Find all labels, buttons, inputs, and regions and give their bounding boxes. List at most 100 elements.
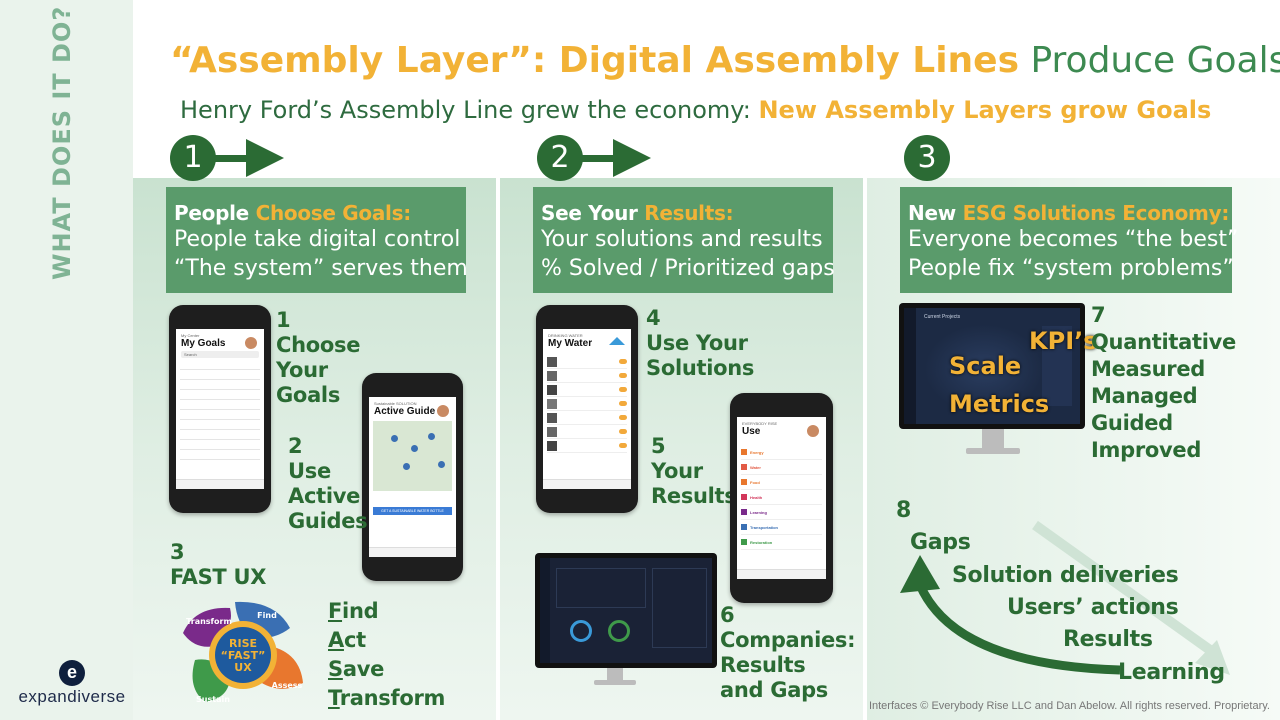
category-learning: Learning: [741, 505, 822, 520]
overlay-scale: Scale: [949, 352, 1022, 380]
expandiverse-logo: e expandiverse: [12, 657, 132, 707]
phone-active-guide-small-label: Sustainable SOLUTION: [374, 401, 417, 406]
rise-fast-ux-logo: RISE “FAST” UX Transform Find Assess Sus…: [183, 601, 303, 704]
sidebar: WHAT DOES IT DO? e expandiverse: [0, 0, 133, 720]
step-1-heading-gold: Choose Goals:: [255, 201, 412, 225]
item-3-text: 3 FAST UX: [170, 540, 266, 590]
phone-use-screen: EVERYBODY RISE Use Energy Water Food Hea…: [737, 417, 826, 579]
cycle-solution-deliveries: Solution deliveries: [952, 563, 1179, 588]
phone-use-small-label: EVERYBODY RISE: [742, 421, 778, 426]
item-4-line-2: Solutions: [646, 356, 755, 380]
overlay-metrics: Metrics: [949, 390, 1050, 418]
step-2-line-1: Your solutions and results: [541, 227, 823, 252]
item-7-line-5: Improved: [1091, 438, 1202, 462]
item-3-label: FAST UX: [170, 565, 267, 589]
phone-my-goals-title: My Goals: [181, 338, 226, 349]
step-2-line-2: % Solved / Prioritized gaps: [541, 256, 835, 281]
item-7-line-1: Quantitative: [1091, 330, 1236, 354]
slide-title: “Assembly Layer”: Digital Assembly Lines…: [170, 40, 1280, 81]
step-1-circle: 1: [170, 135, 216, 181]
item-7-line-3: Managed: [1091, 384, 1198, 408]
fast-ux-save: Save: [328, 657, 385, 681]
item-7-line-2: Measured: [1091, 357, 1205, 381]
category-energy: Energy: [741, 445, 822, 460]
step-3-line-1: Everyone becomes “the best”: [908, 227, 1239, 252]
logo-mark: e: [49, 657, 85, 686]
step-1-line-2: “The system” serves them: [174, 256, 468, 281]
item-6-text: 6 Companies: Results and Gaps: [720, 603, 856, 703]
phone-my-goals-screen: My Center My Goals Search: [176, 329, 264, 489]
step-2-arrow-icon: [579, 139, 651, 177]
item-7-text: 7 Quantitative Measured Managed Guided I…: [1091, 302, 1236, 464]
item-3-number: 3: [170, 540, 185, 564]
item-1-line-3: Goals: [276, 383, 341, 407]
item-7-number: 7: [1091, 303, 1106, 327]
phone-my-water-screen: DRINKING WATER My Water: [543, 329, 631, 489]
fast-ux-find: Find: [328, 599, 379, 623]
phone-my-goals: My Center My Goals Search: [169, 305, 271, 513]
step-3-circle: 3: [904, 135, 950, 181]
copyright-footer: Interfaces © Everybody Rise LLC and Dan …: [868, 700, 1270, 712]
item-5-line-1: Your: [651, 459, 703, 483]
rise-logo-transform: Transform: [186, 617, 232, 626]
learning-cycle-arrows-icon: [900, 520, 1230, 675]
category-transportation: Transportation: [741, 520, 822, 535]
cycle-users-actions: Users’ actions: [1007, 595, 1179, 620]
avatar: [435, 403, 451, 419]
step-3-line-2: People fix “system problems”: [908, 256, 1234, 281]
monitor-panel-title: Current Projects: [924, 314, 961, 320]
item-2-text: 2 Use Active Guides: [288, 434, 368, 534]
item-4-text: 4 Use Your Solutions: [646, 306, 754, 381]
category-food: Food: [741, 475, 822, 490]
item-2-line-3: Guides: [288, 509, 368, 533]
home-icon: [609, 337, 625, 345]
vertical-section-label: WHAT DOES IT DO?: [48, 5, 76, 280]
fast-ux-act: Act: [328, 628, 366, 652]
item-1-number: 1: [276, 308, 291, 332]
get-water-bottle-button[interactable]: GET A SUSTAINABLE WATER BOTTLE: [373, 507, 452, 515]
category-water: Water: [741, 460, 822, 475]
item-4-number: 4: [646, 306, 661, 330]
rise-logo-assess: Assess: [272, 681, 303, 690]
phone-active-guide-title: Active Guide: [374, 406, 436, 417]
category-health: Health: [741, 490, 822, 505]
avatar: [243, 335, 259, 351]
step-3-heading-white: New: [908, 201, 956, 225]
avatar: [805, 423, 821, 439]
item-2-line-1: Use: [288, 459, 331, 483]
subtitle-highlight: New Assembly Layers grow Goals: [758, 96, 1212, 124]
map-view: [373, 421, 452, 491]
item-1-text: 1 Choose Your Goals: [276, 308, 360, 408]
rise-logo-center-1: RISE: [229, 637, 257, 650]
phone-my-water-small-label: DRINKING WATER: [548, 333, 583, 338]
subtitle-text: Henry Ford’s Assembly Line grew the econ…: [180, 96, 751, 124]
title-rest: Produce Goals: [1030, 40, 1280, 81]
step-2-heading-gold: Results:: [644, 201, 734, 225]
phone-use-title: Use: [742, 426, 761, 437]
item-5-line-2: Results: [651, 484, 737, 508]
step-3-heading-gold: ESG Solutions Economy:: [962, 201, 1230, 225]
item-7-line-4: Guided: [1091, 411, 1173, 435]
step-2-heading-white: See Your: [541, 201, 638, 225]
item-6-number: 6: [720, 603, 735, 627]
step-3-header: New ESG Solutions Economy: Everyone beco…: [900, 187, 1239, 293]
step-1-heading-white: People: [174, 201, 249, 225]
cycle-gaps: Gaps: [910, 530, 971, 555]
esg-metrics-screen: Current Projects: [904, 308, 1080, 424]
slide-subtitle: Henry Ford’s Assembly Line grew the econ…: [180, 96, 1211, 124]
item-1-line-2: Your: [276, 358, 328, 382]
phone-my-water-title: My Water: [548, 338, 593, 349]
step-1-line-1: People take digital control: [174, 227, 461, 252]
item-6-line-3: and Gaps: [720, 678, 829, 702]
phone-active-guide-screen: Sustainable SOLUTION Active Guide GET A …: [369, 397, 456, 557]
rise-logo-center-2: “FAST”: [221, 649, 266, 662]
step-2-circle: 2: [537, 135, 583, 181]
company-dashboard-screen: [540, 558, 712, 663]
title-highlight: “Assembly Layer”: Digital Assembly Lines: [170, 40, 1020, 81]
phone-my-goals-search: Search: [181, 351, 259, 358]
step-1-header: People Choose Goals: People take digital…: [166, 187, 468, 293]
phone-active-guide: Sustainable SOLUTION Active Guide GET A …: [362, 373, 463, 581]
phone-use: EVERYBODY RISE Use Energy Water Food Hea…: [730, 393, 833, 603]
item-8-number: 8: [896, 498, 912, 523]
company-dashboard-monitor: [535, 553, 717, 668]
